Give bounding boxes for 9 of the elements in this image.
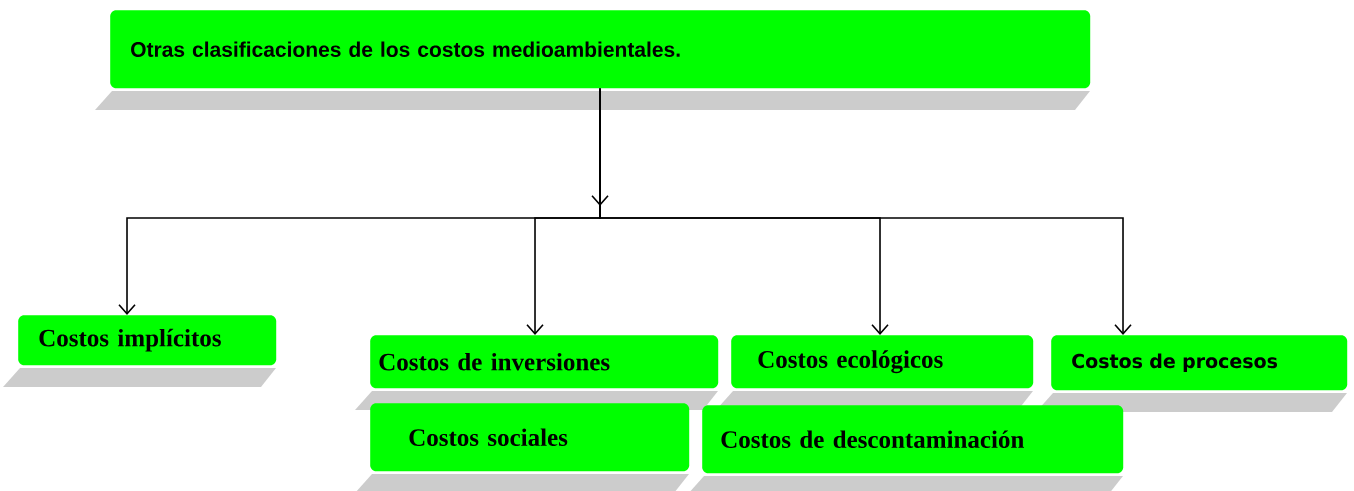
arrow	[599, 87, 1132, 335]
arrow	[591, 97, 609, 206]
process-box: Costos de inversiones	[355, 335, 719, 410]
process-box: Costos de procesos	[1036, 335, 1348, 412]
process-box: Costos sociales	[355, 403, 690, 491]
node-label: Costos de inversiones	[379, 352, 610, 371]
process-box: Otras clasificaciones de los costos medioambientales.	[95, 10, 1091, 110]
process-box: Costos ecológicos	[716, 335, 1034, 410]
process-box: Costos implícitos	[3, 315, 277, 387]
